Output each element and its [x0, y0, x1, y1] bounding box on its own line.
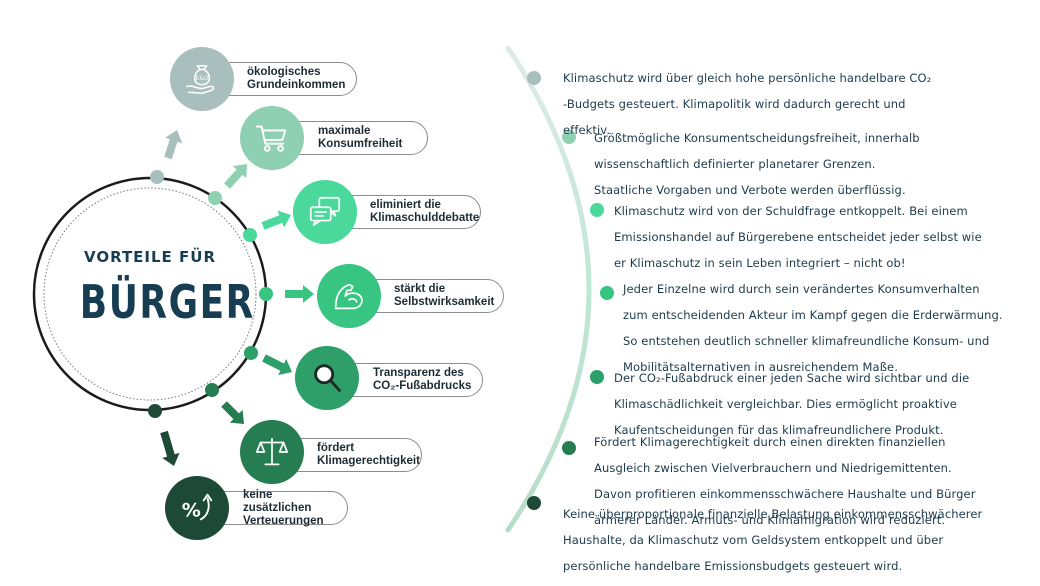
benefit-label: Transparenz des CO₂-Fußabdrucks: [373, 367, 472, 392]
description-line: Fördert Klimagerechtigkeit durch einen d…: [594, 435, 946, 449]
timeline-dot: [527, 71, 541, 85]
magnifier-icon: [314, 364, 341, 392]
description-line: Klimaschutz wird über gleich hohe persön…: [563, 71, 932, 85]
connector-dot: [243, 228, 257, 242]
timeline-dot: [562, 441, 576, 455]
timeline-dot: [562, 130, 576, 144]
description-line: persönliche handelbare Emissionsbudgets …: [563, 559, 903, 573]
description-6: Fördert Klimagerechtigkeit durch einen d…: [594, 423, 1004, 540]
connector-arrow: [221, 401, 244, 424]
svg-text:%: %: [182, 500, 201, 522]
description-7: Keine überproportionale finanzielle Bela…: [563, 495, 1003, 586]
benefit-bubble-selbstwirksamkeit: [317, 264, 381, 328]
description-line: Größtmögliche Konsumentscheidungsfreihei…: [594, 131, 920, 145]
description-line: Der CO₂-Fußabdruck einer jeden Sache wir…: [614, 371, 970, 385]
connector-arrow: [262, 354, 292, 376]
connector-arrow: [261, 210, 291, 230]
description-line: Jeder Einzelne wird durch sein verändert…: [623, 282, 980, 296]
description-line: Kaufentscheidungen für das klimafreundli…: [614, 423, 944, 437]
benefit-label: stärkt die Selbstwirksamkeit: [394, 283, 495, 308]
center-inner-ring: [43, 187, 257, 401]
connector-arrow: [224, 164, 247, 189]
connector-dot: [208, 191, 222, 205]
center-small-label: VORTEILE FÜR: [83, 248, 217, 266]
description-line: ärmerer Länder. Armuts- und Klimamigrati…: [594, 513, 946, 527]
chat-bubbles-icon: [309, 196, 341, 227]
benefit-bubble-klimagerechtigkeit: [240, 420, 304, 484]
benefit-label: fördert Klimagerechtigkeit: [317, 442, 420, 467]
connector-dot: [259, 287, 273, 301]
description-line: -Budgets gesteuert. Klimapolitik wird da…: [563, 97, 906, 111]
description-line: zum entscheidenden Akteur im Kampf gegen…: [623, 308, 1003, 322]
description-line: So entstehen deutlich schneller klimafre…: [623, 334, 990, 348]
scales-icon: [255, 437, 289, 466]
connector-dot: [205, 383, 219, 397]
benefit-bubble-co2-fussabdruck: [295, 346, 359, 410]
timeline-arc: [505, 45, 592, 533]
center-big-label: BÜRGER: [79, 275, 255, 329]
connector-arrow: [285, 285, 314, 303]
description-line: Davon profitieren einkommensschwächere H…: [594, 487, 976, 501]
connector-arrow: [164, 130, 183, 160]
benefit-label: eliminiert die Klimaschulddebatte: [370, 199, 480, 224]
description-5: Der CO₂-Fußabdruck einer jeden Sache wir…: [614, 359, 1024, 450]
percent-arrow-icon: %: [182, 493, 213, 522]
svg-text:E&O: E&O: [196, 76, 209, 82]
benefit-bubble-grundeinkommen: E&O: [170, 47, 234, 111]
description-line: wissenschaftlich definierter planetarer …: [594, 157, 876, 171]
description-2: Größtmögliche Konsumentscheidungsfreihei…: [594, 119, 1004, 210]
description-line: Ausgleich zwischen Vielverbrauchern und …: [594, 461, 952, 475]
benefit-bubble-konsumfreiheit: [240, 106, 304, 170]
timeline-dot: [600, 286, 614, 300]
benefit-label: ökologisches Grundeinkommen: [247, 66, 346, 91]
benefit-bubble-klimaschulddebatte: [293, 180, 357, 244]
description-line: Keine überproportionale finanzielle Bela…: [563, 507, 983, 521]
description-line: Staatliche Vorgaben und Verbote werden ü…: [594, 183, 906, 197]
connector-dot: [148, 404, 162, 418]
description-line: Emissionshandel auf Bürgerebene entschei…: [614, 230, 982, 244]
shopping-cart-icon: [255, 125, 287, 152]
description-line: Klimaschutz wird von der Schuldfrage ent…: [614, 204, 968, 218]
timeline-dot: [527, 496, 541, 510]
connector-dot: [150, 170, 164, 184]
money-bag-hand-icon: E&O: [186, 64, 215, 95]
description-line: effektiv.: [563, 123, 611, 137]
connector-arrow: [160, 430, 180, 466]
benefit-label: maximale Konsumfreiheit: [318, 125, 403, 150]
benefit-label: keine zusätzlichen Verteuerungen: [243, 488, 324, 527]
description-line: Haushalte, da Klimaschutz vom Geldsystem…: [563, 533, 944, 547]
flexed-arm-icon: [334, 283, 363, 310]
description-line: er Klimaschutz in sein Leben integriert …: [614, 256, 906, 270]
connector-dot: [244, 346, 258, 360]
description-4: Jeder Einzelne wird durch sein verändert…: [623, 270, 1033, 387]
description-line: Klimaschädlichkeit vergleichbar. Dies er…: [614, 397, 957, 411]
description-1: Klimaschutz wird über gleich hohe persön…: [563, 59, 973, 150]
benefit-bubble-verteuerungen: %: [165, 476, 229, 540]
timeline-dot: [590, 203, 604, 217]
timeline-dot: [590, 370, 604, 384]
description-line: Mobilitätsalternativen in ausreichendem …: [623, 360, 898, 374]
description-3: Klimaschutz wird von der Schuldfrage ent…: [614, 192, 1024, 283]
